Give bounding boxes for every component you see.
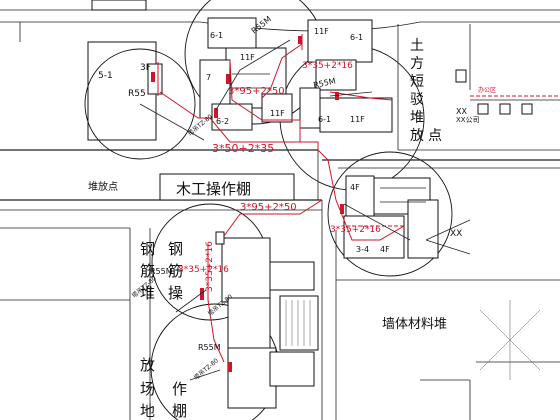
label-steel-a1: 钢 bbox=[140, 240, 155, 258]
label-6-2: 6-2 bbox=[216, 117, 229, 126]
label-side-7: 点 bbox=[428, 128, 442, 144]
label-cable-v2: 3*35+2*16 bbox=[205, 241, 215, 292]
top-road bbox=[0, 0, 560, 42]
label-place-1: 放 bbox=[140, 356, 155, 374]
label-3f: 3F bbox=[140, 63, 151, 73]
label-cable-lower: 3*95+2*50 bbox=[240, 202, 297, 213]
label-11f-tl: 11F bbox=[240, 53, 255, 62]
label-make-1: 作 bbox=[172, 380, 187, 398]
building-5-1 bbox=[87, 41, 163, 141]
label-4f-a: 4F bbox=[350, 183, 360, 192]
label-place-2: 场 bbox=[140, 380, 155, 398]
label-11f-tr: 11F bbox=[314, 27, 329, 36]
label-6-1-top: 6-1 bbox=[210, 31, 223, 40]
crane-booms bbox=[139, 39, 411, 381]
label-7: 7 bbox=[206, 73, 211, 82]
label-11f-cr: 11F bbox=[350, 115, 365, 124]
label-make-2: 棚 bbox=[172, 402, 187, 420]
label-r55m-bottom: R55M bbox=[198, 343, 221, 352]
label-carpentry: 木工操作棚 bbox=[176, 180, 251, 198]
label-steel-a2: 筋 bbox=[140, 262, 155, 280]
label-r55-left: R55 bbox=[128, 89, 146, 99]
corner-hatch bbox=[420, 300, 560, 420]
label-crane-c: 塔吊TZ-80 bbox=[192, 356, 220, 381]
label-company: XX公司 bbox=[456, 116, 480, 124]
label-cable-r: 3*35+2*16 bbox=[330, 225, 381, 235]
label-steel-a3: 堆 bbox=[140, 284, 155, 302]
label-5-1: 5-1 bbox=[98, 71, 113, 81]
earthwork-yard bbox=[397, 24, 560, 151]
label-r55-mid: R55M bbox=[150, 267, 173, 276]
label-side-3: 短 bbox=[410, 74, 424, 90]
label-side-5: 堆 bbox=[410, 110, 424, 126]
crane-radius-circle-1 bbox=[84, 48, 196, 160]
label-11f-c: 11F bbox=[270, 109, 285, 118]
crane-radius-circle-4 bbox=[327, 151, 453, 277]
label-steel-b1: 钢 bbox=[168, 240, 183, 258]
label-side-4: 驳 bbox=[410, 92, 424, 108]
label-xx-lower: XX bbox=[450, 229, 462, 239]
label-cable-mid: 3*95+2*50 bbox=[228, 86, 285, 97]
middle-road bbox=[0, 149, 560, 420]
buildings-top-center bbox=[199, 17, 393, 133]
label-6-1-tr: 6-1 bbox=[350, 33, 363, 42]
label-3-4: 3-4 bbox=[356, 245, 369, 254]
label-office: 办公区 bbox=[478, 86, 496, 94]
label-side-1: 土 bbox=[410, 38, 424, 54]
cable-routes bbox=[159, 43, 405, 363]
label-side-2: 方 bbox=[410, 56, 424, 72]
label-6-1-c: 6-1 bbox=[318, 115, 331, 124]
label-place-3: 地 bbox=[140, 402, 155, 420]
label-cable-v1: 3*35+2*16 bbox=[178, 265, 229, 275]
label-side-6: 放 bbox=[410, 128, 424, 144]
label-steel-b2: 筋 bbox=[168, 262, 183, 280]
label-wall-material: 墙体材料堆 bbox=[382, 317, 447, 332]
label-xx-right: XX bbox=[456, 107, 467, 116]
main-building-lower bbox=[200, 231, 319, 409]
carpentry-shed bbox=[159, 173, 295, 201]
label-steel-b3: 操 bbox=[168, 284, 183, 302]
label-cable-top: 3*35+2*16 bbox=[302, 61, 353, 71]
label-cable-main: 3*50+2*35 bbox=[212, 142, 274, 155]
label-4f-b: 4F bbox=[380, 245, 390, 254]
buildings-4f bbox=[340, 175, 471, 259]
label-yard-left: 堆放点 bbox=[88, 180, 118, 193]
